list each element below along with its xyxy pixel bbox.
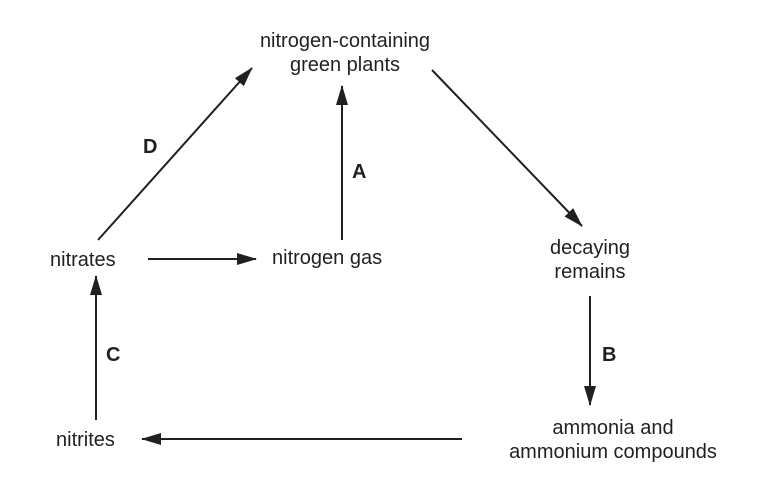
node-nitrites: nitrites <box>56 429 115 451</box>
node-line: decaying <box>549 237 631 259</box>
arrow-d <box>97 67 253 241</box>
label-a: A <box>352 161 367 183</box>
label-b: B <box>602 344 617 366</box>
arrow-plants-to-decay <box>431 69 583 227</box>
node-nitrogen-gas: nitrogen gas <box>272 247 383 269</box>
node-line: ammonium compounds <box>509 441 717 463</box>
node-line: nitrogen-containing <box>259 30 431 52</box>
label-c: C <box>106 344 121 366</box>
node-line: ammonia and <box>552 417 674 439</box>
node-line: remains <box>554 261 626 283</box>
node-nitrates: nitrates <box>50 249 116 271</box>
node-line: green plants <box>289 54 401 76</box>
label-d: D <box>143 136 158 158</box>
